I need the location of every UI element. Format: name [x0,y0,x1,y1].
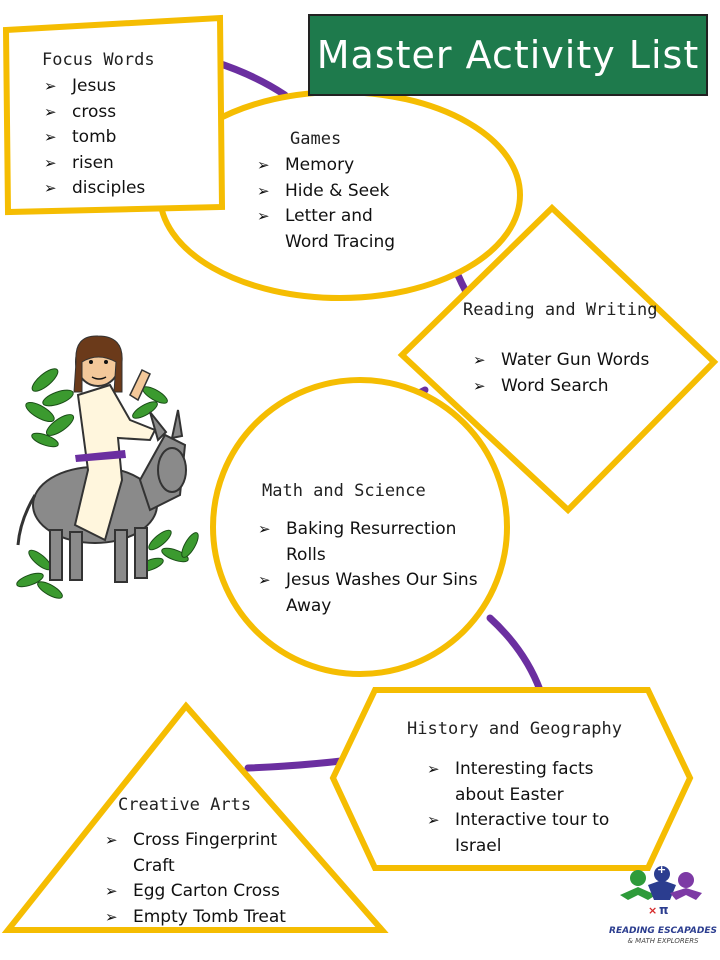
reading-writing-list: Water Gun Words Word Search [473,348,673,399]
list-item: Egg Carton Cross [105,879,315,905]
history-geography-list: Interesting facts about Easter Interacti… [427,757,627,859]
list-item: cross [44,100,204,126]
list-item: Interesting facts about Easter [427,757,627,808]
list-item: risen [44,151,204,177]
svg-text:π: π [659,903,669,917]
reading-escapades-logo-graphic: + × π [620,863,702,917]
list-item: disciples [44,176,204,202]
math-science-heading: Math and Science [262,481,426,501]
math-science-list: Baking Resurrection Rolls Jesus Washes O… [258,517,488,619]
svg-text:×: × [648,904,657,917]
list-item: Water Gun Words [473,348,673,374]
list-item: Jesus Washes Our Sins Away [258,568,488,619]
games-list: Memory Hide & Seek Letter and Word Traci… [257,153,397,255]
list-item: Empty Tomb Treat [105,905,315,931]
list-item: Interactive tour to Israel [427,808,627,859]
focus-words-heading: Focus Words [42,50,155,70]
logo-line-1: READING ESCAPADES [609,926,717,936]
list-item: Letter and Word Tracing [257,204,397,255]
svg-text:+: + [657,863,666,876]
list-item: Jesus [44,74,204,100]
history-geography-heading: History and Geography [407,719,622,739]
creative-arts-list: Cross Fingerprint Craft Egg Carton Cross… [105,828,315,930]
list-item: Hide & Seek [257,179,397,205]
list-item: Baking Resurrection Rolls [258,517,488,568]
page-title: Master Activity List [308,14,708,96]
list-item: Memory [257,153,397,179]
creative-arts-heading: Creative Arts [118,795,252,815]
list-item: tomb [44,125,204,151]
list-item: Word Search [473,374,673,400]
logo: READING ESCAPADES & MATH EXPLORERS [608,926,718,946]
focus-words-list: Jesus cross tomb risen disciples [44,74,204,202]
reading-writing-heading: Reading and Writing [463,300,658,320]
list-item: Cross Fingerprint Craft [105,828,315,879]
jesus-on-donkey-illustration [16,335,199,599]
logo-line-2: & MATH EXPLORERS [627,937,699,945]
games-heading: Games [290,129,342,149]
